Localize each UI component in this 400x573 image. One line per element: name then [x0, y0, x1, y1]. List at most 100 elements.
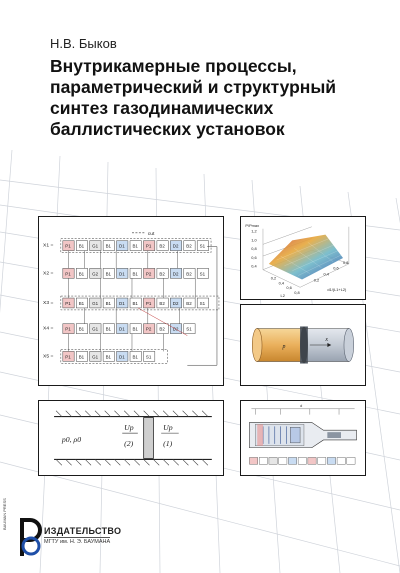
velocity-label-left: Up: [124, 423, 134, 432]
block-cell-label: B2: [186, 271, 192, 276]
block-cell-label: B2: [186, 244, 192, 249]
block-cell: [143, 323, 156, 334]
block-cell-label: P2: [146, 271, 152, 276]
block-cell: [170, 240, 182, 251]
block-cell-label: P1: [65, 244, 71, 249]
block-cell: [116, 351, 129, 362]
y-tick: 0,4: [324, 272, 330, 277]
title-line: Внутрикамерные процессы,: [50, 56, 297, 76]
block-cell-label: S1: [146, 354, 152, 359]
gun-block-cell: [317, 457, 327, 465]
gun-block-cell: [278, 457, 288, 465]
block-cell: [183, 240, 196, 251]
publisher-block: BAUMAN PRESS ИЗДАТЕЛЬСТВО МГТУ им. Н. Э.…: [2, 498, 246, 566]
gun-block-cell: [307, 457, 317, 465]
gun-block-cell: [297, 457, 307, 465]
block-cell: [102, 351, 115, 362]
publisher-name: ИЗДАТЕЛЬСТВО: [44, 526, 122, 536]
surface-plot-panel: P/Pmax 1,2 1,0 0,8 0,6 0,4 0,2 0,4 0,6 0…: [240, 216, 366, 300]
publisher-logo: [20, 518, 42, 556]
block-cell-label: D2: [173, 301, 179, 306]
block-cell-label: D1: [119, 301, 125, 306]
row-label: X3 =: [43, 300, 53, 306]
gun-block-cell: [288, 457, 297, 465]
block-cell: [76, 351, 88, 362]
block-cell: [183, 323, 196, 334]
z-tick: 1,2: [251, 229, 256, 234]
block-cell-label: B1: [79, 354, 85, 359]
z-axis-label: P/Pmax: [245, 223, 259, 228]
region-label-left: (2): [124, 439, 133, 448]
z-tick: 0,4: [251, 264, 257, 269]
block-cell: [143, 240, 156, 251]
block-cell: [183, 297, 196, 309]
block-cell-label: D1: [119, 271, 125, 276]
gun-block-cell: [327, 457, 336, 465]
block-cell: [102, 323, 115, 334]
cut-label: cut: [148, 231, 155, 237]
initial-state-label: p0, ρ0: [61, 435, 81, 444]
block-cell: [129, 297, 142, 309]
y-tick: 0,6: [333, 266, 338, 271]
z-tick: 0,8: [251, 246, 256, 251]
block-cell-label: B1: [106, 354, 112, 359]
block-cell: [143, 268, 156, 279]
publisher-subtitle: МГТУ им. Н. Э. БАУМАНА: [44, 537, 111, 545]
gun-schematic-panel: d: [240, 400, 366, 476]
cylinder-panel: p x: [240, 304, 366, 386]
block-cell-label: G1: [92, 354, 98, 359]
gun-block-cell: [258, 457, 268, 465]
book-title: Внутрикамерные процессы, параметрический…: [50, 56, 370, 140]
block-cell-label: D1: [119, 244, 125, 249]
block-cell: [76, 323, 88, 334]
block-cell-label: P1: [65, 271, 71, 276]
block-cell: [89, 323, 102, 334]
title-line: параметрический и структурный: [50, 77, 337, 97]
publisher-vertical-text: BAUMAN PRESS: [2, 498, 7, 530]
block-cell: [62, 323, 75, 334]
block-cell-label: B1: [106, 327, 112, 332]
block-cell-label: B1: [79, 271, 85, 276]
block-cell-label: B1: [132, 271, 138, 276]
block-cell: [76, 240, 88, 251]
block-cell: [76, 268, 88, 279]
block-cell-label: S1: [200, 301, 206, 306]
block-cell: [102, 240, 115, 251]
block-cell-label: B1: [79, 244, 85, 249]
block-cell-label: G1: [92, 301, 98, 306]
dimension-label: d: [300, 403, 302, 408]
block-cell: [170, 297, 182, 309]
gun-block-cell: [268, 457, 278, 465]
block-cell: [156, 268, 169, 279]
region-label-right: (1): [163, 439, 172, 448]
row-label: X5 =: [43, 353, 53, 359]
block-cell-label: B1: [106, 244, 112, 249]
block-cell-label: P1: [65, 301, 71, 306]
tube-diagram: p0, ρ0 Up Up (2) (1): [54, 410, 212, 466]
block-cell-label: G1: [92, 327, 98, 332]
block-cell: [143, 351, 156, 362]
block-cell-label: P1: [146, 301, 152, 306]
block-cell: [129, 268, 142, 279]
block-cell: [89, 268, 102, 279]
cylinder-diagram: p x: [251, 326, 355, 364]
block-cell-label: B2: [159, 271, 165, 276]
block-cell-label: P1: [65, 327, 71, 332]
gun-schematic: d: [249, 403, 357, 465]
block-cell: [143, 297, 156, 309]
block-cell-label: G1: [92, 244, 98, 249]
block-cell: [76, 297, 88, 309]
block-cell: [129, 240, 142, 251]
block-cell-label: B2: [159, 301, 165, 306]
block-cell: [183, 268, 196, 279]
block-cell-label: B1: [132, 327, 138, 332]
block-cell-label: D2: [173, 244, 179, 249]
block-cell: [116, 323, 129, 334]
block-cell: [156, 297, 169, 309]
block-cell: [170, 323, 182, 334]
author-name: Н.В. Быков: [50, 36, 117, 51]
block-cell: [89, 351, 102, 362]
z-tick: 0,6: [251, 255, 256, 260]
block-cell-label: P1: [65, 354, 71, 359]
